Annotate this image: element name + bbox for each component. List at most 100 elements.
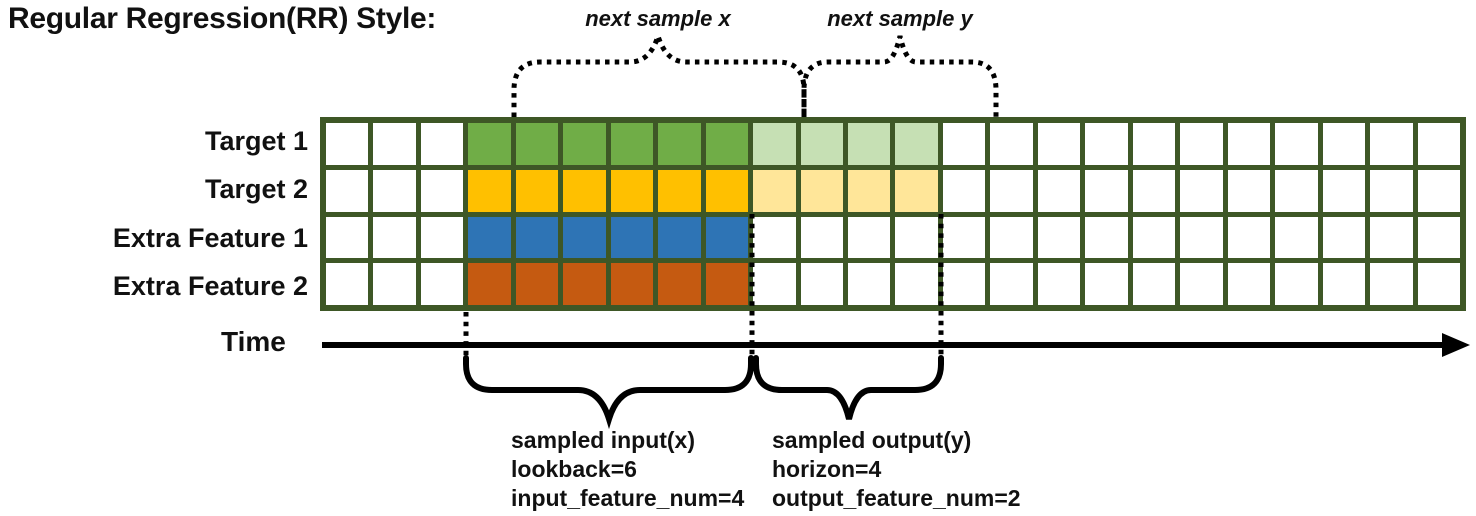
sampled-output-brace — [753, 355, 944, 420]
grid-cell — [1275, 169, 1318, 212]
time-series-grid — [320, 117, 1466, 311]
grid-cell — [1322, 123, 1366, 165]
sampled-input-line: sampled input(x) — [511, 427, 696, 453]
grid-cell — [753, 216, 796, 259]
grid-cell — [1370, 169, 1413, 212]
grid-cell — [468, 169, 511, 212]
grid-cell — [1180, 263, 1223, 305]
grid-cell — [326, 263, 369, 305]
row-label: Extra Feature 1 — [112, 222, 308, 253]
grid-cell — [563, 216, 606, 259]
grid-cell — [326, 169, 369, 212]
grid-cell — [1085, 216, 1128, 259]
grid-cell — [800, 169, 844, 212]
grid-cell — [610, 216, 654, 259]
grid-cell — [1417, 169, 1460, 212]
grid-cell — [420, 169, 464, 212]
grid-cell — [1132, 169, 1176, 212]
grid-cell — [373, 263, 416, 305]
grid-cell — [1370, 123, 1413, 165]
grid-cell — [800, 263, 844, 305]
grid-cell — [1417, 123, 1460, 165]
sampled-input-brace — [463, 355, 754, 430]
grid-cell — [895, 123, 938, 165]
grid-cell — [848, 263, 891, 305]
grid-cell — [1275, 263, 1318, 305]
grid-cell — [1227, 263, 1271, 305]
grid-cell — [1085, 169, 1128, 212]
grid-cell — [942, 216, 986, 259]
grid-cell — [990, 169, 1033, 212]
grid-cell — [373, 123, 416, 165]
grid-cell — [942, 123, 986, 165]
grid-cell — [1275, 123, 1318, 165]
grid-cell — [1037, 123, 1081, 165]
grid-cell — [420, 263, 464, 305]
grid-cell — [610, 263, 654, 305]
grid-cell — [420, 216, 464, 259]
grid-cell — [610, 123, 654, 165]
grid-cell — [848, 169, 891, 212]
grid-cell — [942, 263, 986, 305]
grid-cell — [373, 216, 416, 259]
next-sample-y-brace — [801, 35, 999, 117]
grid-cell — [1037, 263, 1081, 305]
grid-cell — [563, 169, 606, 212]
time-arrow-head — [1442, 333, 1470, 357]
sampled-input-line: lookback=6 — [511, 456, 637, 482]
grid-cell — [563, 123, 606, 165]
grid-cell — [1132, 216, 1176, 259]
grid-cell — [1037, 216, 1081, 259]
grid-cell — [1417, 263, 1460, 305]
time-axis-label: Time — [221, 326, 286, 357]
grid-cell — [1180, 123, 1223, 165]
row-label: Target 1 — [204, 125, 308, 156]
grid-cell — [515, 169, 559, 212]
grid-cell — [1322, 169, 1366, 212]
grid-cell — [1085, 263, 1128, 305]
grid-cell — [848, 216, 891, 259]
grid-cell — [373, 169, 416, 212]
grid-cell — [990, 216, 1033, 259]
grid-cell — [658, 169, 701, 212]
grid-cell — [705, 216, 749, 259]
grid-cell — [800, 123, 844, 165]
grid-cell — [563, 263, 606, 305]
grid-cell — [326, 216, 369, 259]
grid-cell — [326, 123, 369, 165]
grid-cell — [848, 123, 891, 165]
grid-cell — [515, 263, 559, 305]
grid-cell — [753, 169, 796, 212]
grid-cell — [942, 169, 986, 212]
grid-cell — [1370, 216, 1413, 259]
grid-cell — [658, 263, 701, 305]
next-sample-x-brace — [511, 27, 807, 117]
next-sample-x-label: next sample x — [585, 6, 731, 31]
grid-cell — [895, 263, 938, 305]
grid-cell — [1132, 263, 1176, 305]
sampled-input-line: input_feature_num=4 — [511, 485, 745, 511]
grid-cell — [1085, 123, 1128, 165]
grid-cell — [1322, 216, 1366, 259]
grid-cell — [468, 263, 511, 305]
next-sample-y-label: next sample y — [827, 6, 973, 31]
grid-cell — [1132, 123, 1176, 165]
grid-cell — [658, 123, 701, 165]
grid-cell — [610, 169, 654, 212]
grid-cell — [1180, 169, 1223, 212]
sampled-output-line: output_feature_num=2 — [772, 485, 1021, 511]
grid-cell — [1037, 169, 1081, 212]
grid-cell — [658, 216, 701, 259]
grid-cell — [753, 263, 796, 305]
grid-cell — [1227, 216, 1271, 259]
grid-cell — [1322, 263, 1366, 305]
grid-cell — [1275, 216, 1318, 259]
grid-cell — [705, 169, 749, 212]
row-label: Extra Feature 2 — [112, 271, 308, 302]
grid-cell — [468, 216, 511, 259]
grid-cell — [1417, 216, 1460, 259]
grid-cell — [705, 123, 749, 165]
grid-cell — [1227, 169, 1271, 212]
